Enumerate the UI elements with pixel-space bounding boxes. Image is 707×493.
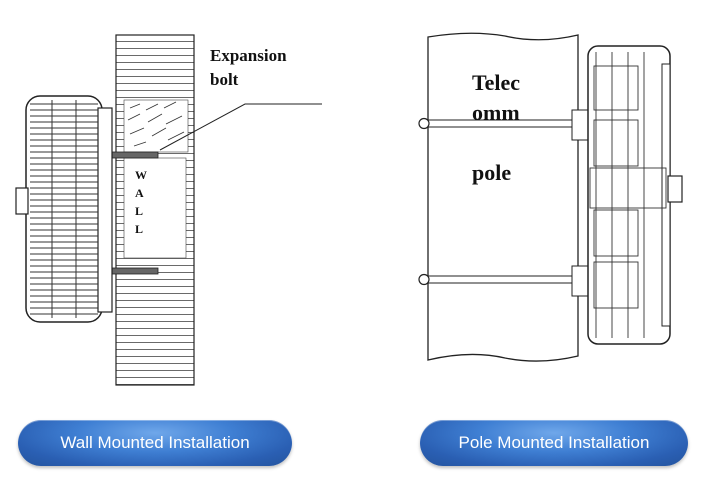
- pole-unit-enclosure: [587, 45, 683, 345]
- pole-mount-diagram: [418, 32, 683, 362]
- pole-label-line2: omm: [472, 100, 520, 125]
- wall-letter: L: [135, 222, 144, 236]
- telecom-pole-label: Telec omm: [472, 68, 520, 128]
- wall-letter: W: [135, 168, 147, 182]
- lower-clamp: [418, 265, 589, 297]
- expansion-label-line2: bolt: [210, 70, 239, 89]
- expansion-label-line1: Expansion: [210, 46, 287, 65]
- wall-unit-heatsink: [15, 95, 113, 323]
- lower-bolt: [107, 267, 159, 275]
- pole-mounted-installation-button[interactable]: Pole Mounted Installation: [420, 420, 688, 466]
- wall-letter: L: [135, 204, 144, 218]
- wall-mounted-installation-button[interactable]: Wall Mounted Installation: [18, 420, 292, 466]
- wall-mount-diagram: [15, 34, 322, 386]
- pole-label-line3: pole: [472, 160, 512, 185]
- upper-bolt: [107, 151, 159, 159]
- expansion-bolt-label: Expansion bolt: [210, 44, 287, 92]
- pole-label-line1: Telec: [472, 70, 521, 95]
- expansion-bolt-leader: [159, 103, 322, 151]
- wall-letter: A: [135, 186, 144, 200]
